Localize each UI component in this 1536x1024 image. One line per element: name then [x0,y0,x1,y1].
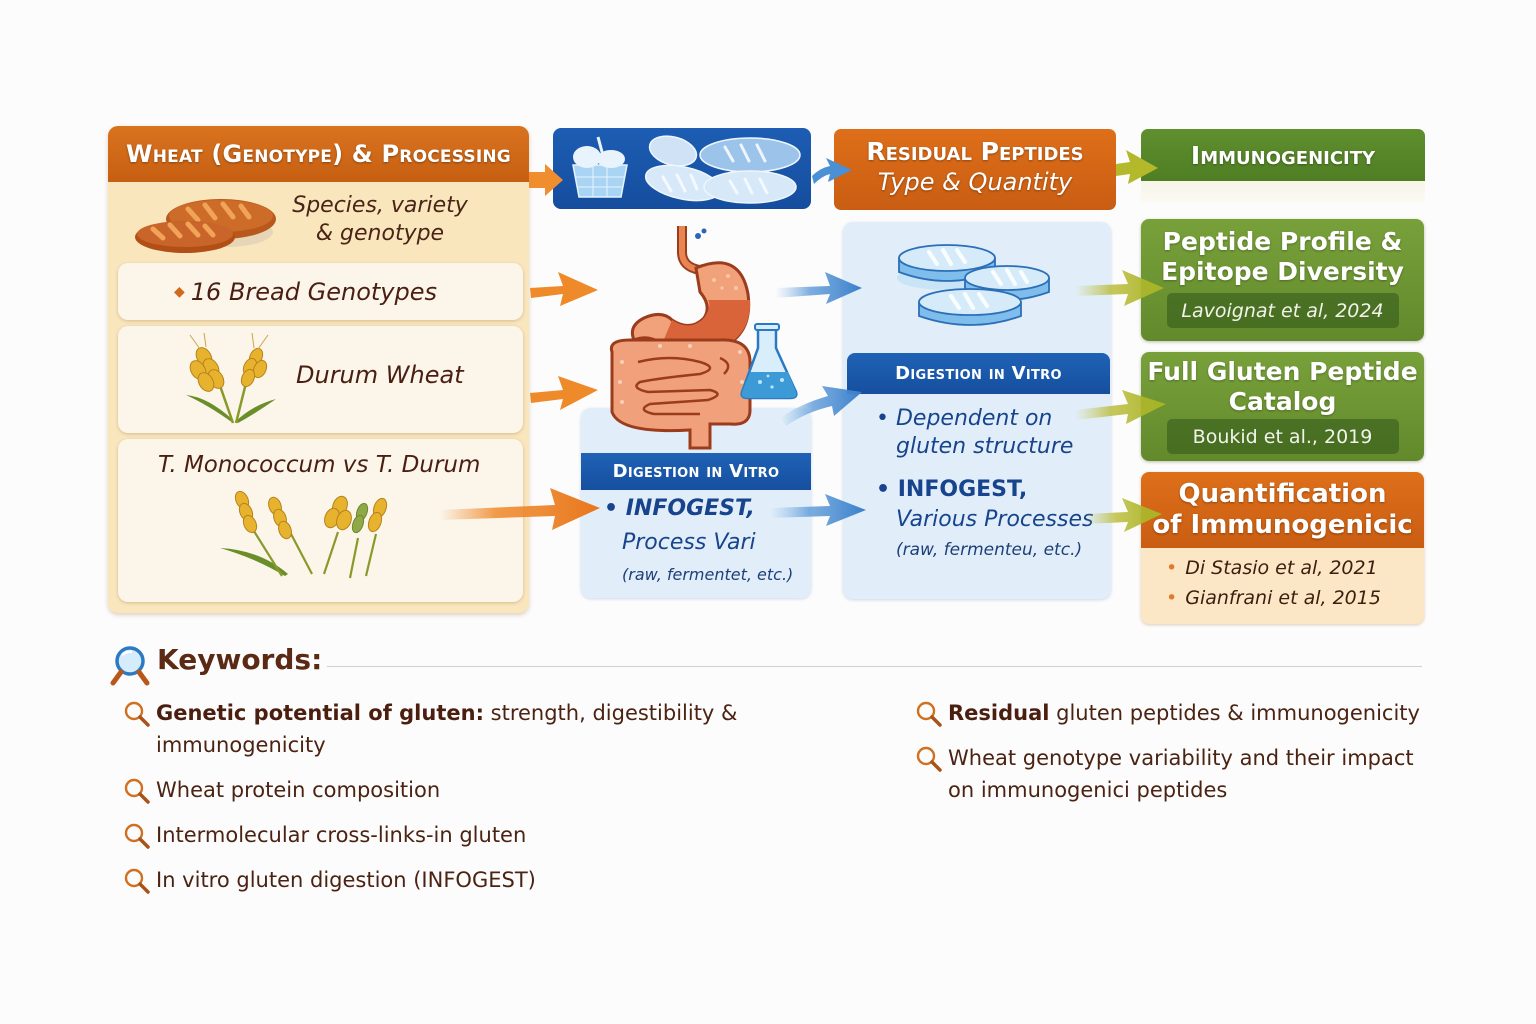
keywords-magnifier-icon [110,646,150,686]
monococcum-vs-durum-label: T. Monococcum vs T. Durum [158,452,481,478]
durum-wheat-label: Durum Wheat [296,361,464,389]
infogest-right-label: • INFOGEST, Various Processes (raw, ferm… [876,477,1094,560]
search-icon [124,701,150,727]
arrow-durum-to-digestion [530,376,598,410]
processed-foods-icon [572,135,801,204]
peptide-discs-icon [897,244,1050,326]
search-icon [916,746,942,772]
digestion-in-vitro-right-header: Digestion in Vitro [847,353,1110,394]
bullet-icon: • [604,496,626,521]
bullet-icon: • [876,406,896,431]
keyword-item: Intermolecular cross-links-in gluten [122,819,902,851]
species-variety-genotype-label: Species, variety & genotype [292,193,468,246]
digestive-system-icon [609,226,798,450]
keywords-right-list: Residual gluten peptides & immunogenicit… [914,697,1434,806]
bullet-icon: • [876,477,898,502]
wheat-varieties-icon [220,490,388,579]
quantification-card-header: Quantification of Immunogenicic [1141,472,1424,548]
wheat-ears-icon [186,332,276,424]
residual-peptides-header: Residual Peptides Type & Quantity [834,129,1116,210]
reference-boukid: Boukid et al., 2019 [1166,419,1399,454]
search-icon [916,701,942,727]
keywords-left-list: Genetic potential of gluten: strength, d… [122,697,902,896]
full-gluten-peptide-catalog-card: Full Gluten Peptide Catalog Boukid et al… [1141,352,1424,461]
keyword-item: Genetic potential of gluten: strength, d… [122,697,902,761]
reference-gianfrani: •Gianfrani et al, 2015 [1166,587,1381,609]
keywords-title: Keywords: [157,643,323,676]
search-icon [124,823,150,849]
wheat-card-durum-wheat [118,326,523,433]
wheat-card-bread-genotypes: ◆ 16 Bread Genotypes [118,263,523,320]
digestion-in-vitro-left-header: Digestion in Vitro [581,453,811,490]
raw-fermented-left-label: (raw, fermentet, etc.) [622,565,794,584]
reference-lavoignat: Lavoignat et al, 2024 [1166,293,1399,328]
keywords-divider [327,666,1422,667]
immunogenicity-header: Immunogenicity [1141,129,1425,181]
diamond-bullet-icon: ◆ [174,283,185,300]
process-vari-label: Process Vari [622,530,756,555]
quantification-references: •Di Stasio et al, 2021 •Gianfrani et al,… [1166,553,1381,613]
immunogenicity-header-band [1141,181,1425,203]
arrow-bread-to-digestion [530,272,598,306]
search-icon [124,778,150,804]
bread-icon [135,199,276,253]
infogest-left-label: • INFOGEST, [604,496,755,521]
search-icon [124,868,150,894]
reference-di-stasio: •Di Stasio et al, 2021 [1166,557,1378,579]
keyword-item: Wheat genotype variability and their imp… [914,742,1434,806]
keyword-item: Residual gluten peptides & immunogenicit… [914,697,1434,729]
wheat-panel-header: Wheat (Genotype) & Processing [108,126,529,182]
keyword-item: In vitro gluten digestion (INFOGEST) [122,864,902,896]
dependent-gluten-structure-label: • Dependent on gluten structure [876,406,1074,459]
peptide-profile-card: Peptide Profile & Epitope Diversity Lavo… [1141,219,1424,341]
keyword-item: Wheat protein composition [122,774,902,806]
